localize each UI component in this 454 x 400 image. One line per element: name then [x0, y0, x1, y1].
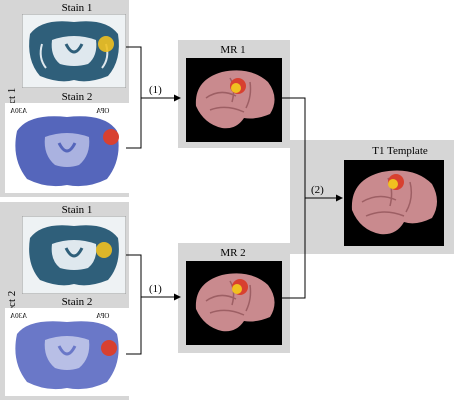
template-label: T1 Template	[372, 145, 428, 157]
subject1-stain1-label: Stain 1	[61, 2, 93, 14]
subject2-step-label: (1)	[149, 283, 162, 295]
subject1-stain2-image	[5, 103, 129, 193]
template-brain-image	[344, 160, 444, 246]
mr1-brain-image	[186, 58, 282, 142]
subject2-stain1-image	[22, 216, 126, 294]
subject2-stain1-label: Stain 1	[61, 204, 93, 216]
subject1-stain1-image	[22, 14, 126, 88]
subject2-stain2-image	[5, 308, 129, 396]
subject2-stain2-label: Stain 2	[61, 296, 93, 308]
subject1-step-label: (1)	[149, 84, 162, 96]
subject1-stain2-label: Stain 2	[61, 91, 93, 103]
mr2-label: MR 2	[220, 247, 246, 259]
mr1-label: MR 1	[220, 44, 246, 56]
mr2-brain-image	[186, 261, 282, 345]
template-step-label: (2)	[311, 184, 324, 196]
